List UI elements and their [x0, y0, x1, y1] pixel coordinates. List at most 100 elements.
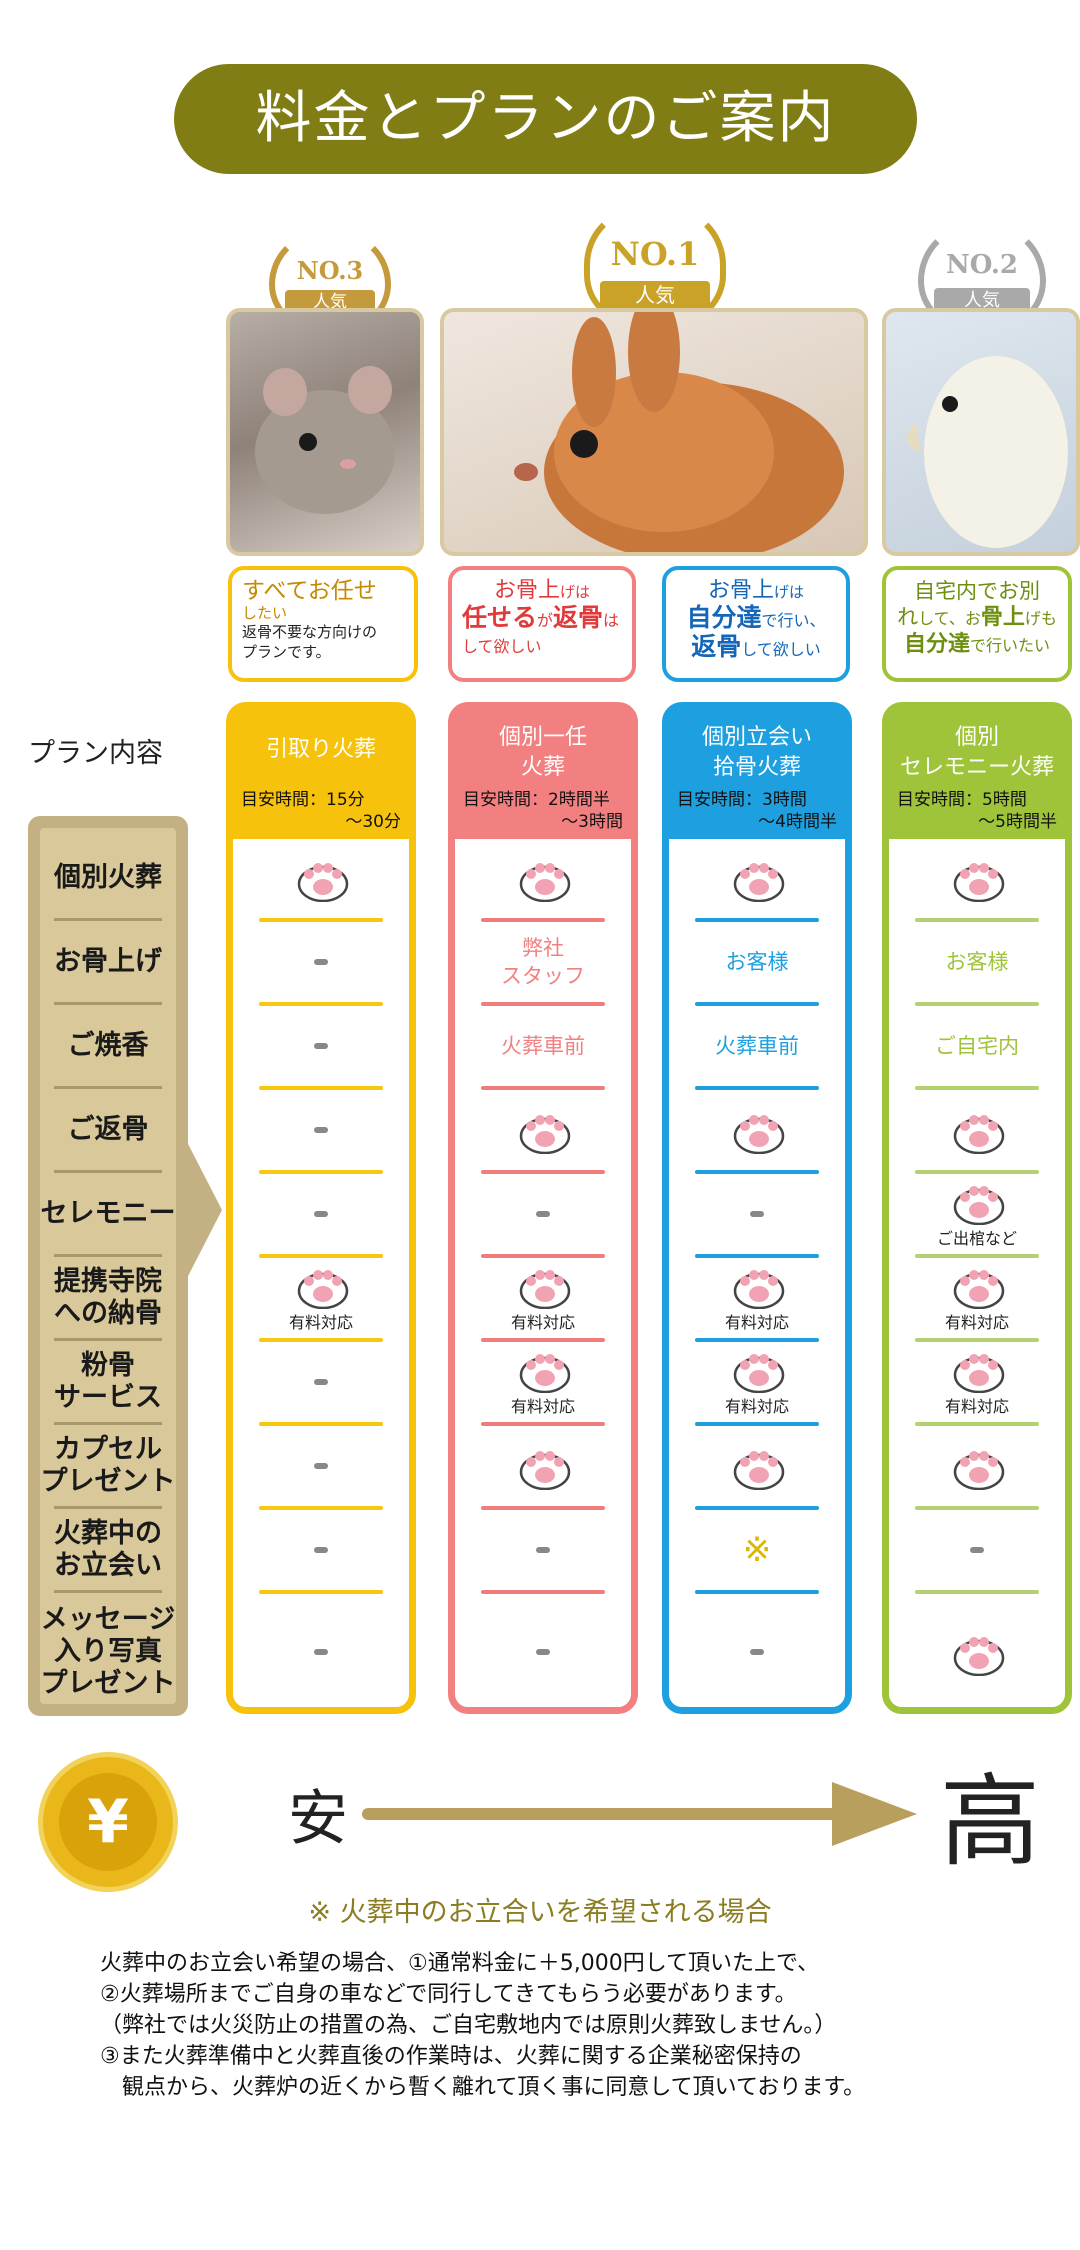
feature-label-list: 個別火葬お骨上げご焼香ご返骨セレモニー提携寺院 への納骨粉骨 サービスカプセル …	[40, 828, 176, 1704]
plan-cell	[455, 1088, 631, 1172]
cell-text: ご自宅内	[935, 1034, 1019, 1058]
feature-separator	[54, 1086, 162, 1089]
speech-text: げは	[560, 583, 591, 601]
plan-time: 目安時間：2時間半～3時間	[463, 789, 623, 833]
speech-bubble-plan-4: 自宅内でお別 れして、お骨上げも 自分達で行いたい	[882, 566, 1072, 682]
row-divider	[915, 1170, 1039, 1174]
paw-icon	[953, 1179, 1005, 1225]
feature-label: ご焼香	[67, 1030, 149, 1061]
dash-icon	[536, 1547, 550, 1553]
feature-separator	[54, 1422, 162, 1425]
rabbit-illustration	[514, 312, 844, 552]
speech-text: 返骨	[553, 603, 604, 632]
plan-column-2: 個別一任火葬目安時間：2時間半～3時間弊社 スタッフ火葬車前有料対応有料対応	[448, 702, 638, 1714]
row-divider	[915, 1254, 1039, 1258]
plan-cell	[455, 1508, 631, 1592]
row-divider	[481, 918, 605, 922]
yen-coin-icon: ¥	[38, 1752, 178, 1892]
plan-cell: 有料対応	[455, 1256, 631, 1340]
hamster-illustration	[255, 366, 395, 514]
row-divider	[259, 1338, 383, 1342]
plan-cell	[233, 1088, 409, 1172]
plan-cell	[233, 920, 409, 1004]
cell-text: 火葬車前	[715, 1034, 799, 1058]
plan-cell	[233, 1424, 409, 1508]
popular-label: 人気	[964, 290, 1000, 311]
speech-text: お骨上	[707, 578, 774, 603]
plan-time-line: 目安時間：5時間	[897, 790, 1027, 810]
row-divider	[915, 1422, 1039, 1426]
plan-header: 個別一任火葬目安時間：2時間半～3時間	[455, 709, 631, 839]
feature-label: 提携寺院 への納骨	[54, 1266, 162, 1329]
dash-icon	[314, 1547, 328, 1553]
row-divider	[481, 1590, 605, 1594]
row-divider	[695, 1170, 819, 1174]
row-divider	[259, 1170, 383, 1174]
plan-name-line: 引取り火葬	[265, 737, 376, 762]
plan-cell: 火葬車前	[669, 1004, 845, 1088]
plan-name-line: 個別一任	[498, 725, 587, 750]
speech-bubble-plan-1: すべてお任せ したい 返骨不要な方向けの プランです。	[228, 566, 418, 682]
row-divider	[695, 1422, 819, 1426]
plan-cell	[233, 1508, 409, 1592]
cell-note: 有料対応	[510, 1397, 575, 1416]
paw-icon	[953, 856, 1005, 902]
speech-text: で行い、	[761, 611, 826, 630]
plan-cell	[455, 1592, 631, 1712]
plan-cell: 有料対応	[889, 1340, 1065, 1424]
speech-text: 返骨	[691, 632, 742, 661]
plan-header: 個別セレモニー火葬目安時間：5時間～5時間半	[889, 709, 1065, 839]
speech-text: げも	[1024, 609, 1057, 628]
price-low-label: 安	[288, 1784, 348, 1854]
rabbit-photo	[440, 308, 868, 556]
row-divider	[259, 1254, 383, 1258]
plan-cell: 弊社 スタッフ	[455, 920, 631, 1004]
row-divider	[259, 1002, 383, 1006]
speech-text: して欲しい	[462, 637, 542, 656]
dash-icon	[314, 1649, 328, 1655]
panel-arrow-icon	[186, 1140, 222, 1280]
dash-icon	[970, 1547, 984, 1553]
row-divider	[695, 1590, 819, 1594]
plan-time-line: ～3時間	[561, 812, 623, 832]
speech-line: したい	[242, 604, 288, 622]
price-arrow-icon	[362, 1782, 917, 1846]
plan-time: 目安時間：5時間～5時間半	[897, 789, 1057, 833]
feature-separator	[54, 1002, 162, 1005]
parrot-illustration	[906, 356, 1068, 548]
speech-text: れ	[897, 605, 919, 629]
feature-label: 個別火葬	[54, 862, 162, 893]
row-divider	[481, 1002, 605, 1006]
feature-label: お骨上げ	[54, 946, 162, 977]
plan-name-line: セレモニー火葬	[899, 755, 1054, 780]
plan-name-line: 拾骨火葬	[712, 755, 801, 780]
rank-number: NO.2	[945, 250, 1019, 280]
plan-cell: ご出棺など	[889, 1172, 1065, 1256]
paw-icon	[519, 1347, 571, 1393]
plan-cell: ご自宅内	[889, 1004, 1065, 1088]
row-divider	[915, 1338, 1039, 1342]
plan-cell	[889, 1424, 1065, 1508]
speech-text: は	[603, 611, 620, 630]
cell-text: 弊社 スタッフ	[501, 936, 585, 988]
plan-time-line: 目安時間：15分	[241, 790, 365, 810]
row-divider	[695, 1506, 819, 1510]
speech-text: お骨上	[493, 578, 560, 603]
plan-name: 個別立会い拾骨火葬	[669, 709, 845, 783]
row-divider	[695, 918, 819, 922]
plan-cell	[455, 1172, 631, 1256]
speech-text: げは	[774, 583, 805, 601]
note-body: 火葬中のお立会い希望の場合、①通常料金に＋5,000円して頂いた上で、 ②火葬場…	[100, 1951, 866, 2100]
paw-icon	[519, 1444, 571, 1490]
speech-line: プランです。	[242, 643, 331, 661]
hamster-photo	[226, 308, 424, 556]
plan-cell	[889, 1088, 1065, 1172]
plan-header: 個別立会い拾骨火葬目安時間：3時間～4時間半	[669, 709, 845, 839]
parrot-photo	[882, 308, 1080, 556]
plan-cell: 有料対応	[455, 1340, 631, 1424]
paw-icon	[297, 856, 349, 902]
plan-cell	[889, 836, 1065, 920]
cell-note: 有料対応	[944, 1397, 1009, 1416]
dash-icon	[314, 1379, 328, 1385]
